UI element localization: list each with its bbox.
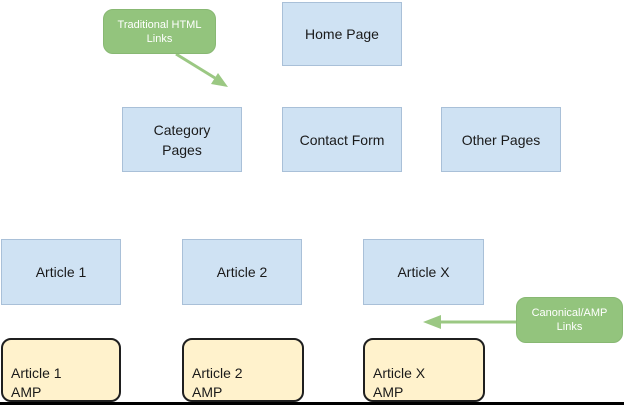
node-article-2-label: Article 2 — [216, 264, 268, 280]
node-article-2-amp-label: Article 2 AMP Counterpart — [192, 365, 266, 405]
node-other-pages-label: Other Pages — [461, 131, 541, 148]
callout-canonical-amp-links: Canonical/AMP Links — [516, 297, 623, 343]
node-article-1-amp-counterpart: Article 1 AMP Counterpart — [1, 338, 121, 405]
node-article-2: Article 2 — [182, 239, 302, 305]
node-article-x-label: Article X — [397, 264, 450, 280]
node-home-page: Home Page — [282, 2, 402, 66]
node-contact-form-label: Contact Form — [299, 131, 385, 148]
node-article-x-amp-counterpart: Article X AMP Counterpart — [363, 338, 485, 405]
callout-canonical-amp-links-label: Canonical/AMP Links — [531, 307, 608, 333]
node-article-1-amp-label: Article 1 AMP Counterpart — [11, 365, 85, 405]
canvas-bottom-edge — [0, 402, 624, 405]
traditional-html-links-arrow — [175, 52, 228, 87]
node-article-2-amp-counterpart: Article 2 AMP Counterpart — [182, 338, 304, 405]
node-category-pages: Category Pages — [122, 107, 242, 172]
node-article-x-amp-label: Article X AMP Counterpart — [373, 365, 447, 405]
node-article-1: Article 1 — [1, 239, 121, 305]
node-article-x: Article X — [363, 239, 484, 305]
node-category-pages-label: Category Pages — [153, 121, 211, 158]
canonical-amp-links-arrow — [423, 315, 516, 329]
callout-traditional-html-links-label: Traditional HTML Links — [117, 18, 202, 45]
callout-traditional-html-links: Traditional HTML Links — [103, 9, 216, 54]
node-other-pages: Other Pages — [441, 107, 561, 172]
node-article-1-label: Article 1 — [35, 264, 87, 280]
node-contact-form: Contact Form — [282, 107, 402, 172]
node-home-page-label: Home Page — [305, 26, 379, 42]
